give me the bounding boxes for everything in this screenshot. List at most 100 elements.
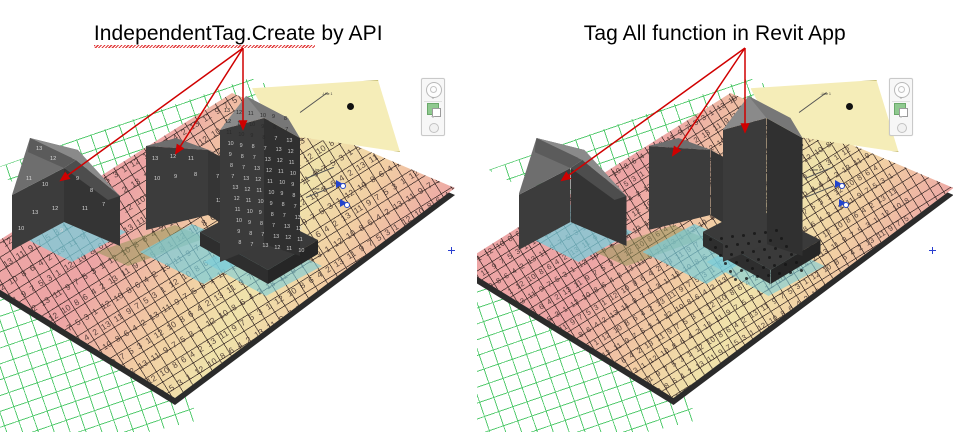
slab-point-marker <box>783 262 787 266</box>
wall-tag-number: 8 <box>90 188 94 194</box>
zoom-region-icon[interactable] <box>894 103 908 117</box>
wall-tag-number: 12 <box>236 109 242 116</box>
slab-point-marker <box>739 268 743 272</box>
elevation-marker-head <box>340 199 347 207</box>
wall-tag-number: 9 <box>237 229 241 235</box>
wall-tag-number: 7 <box>216 174 220 180</box>
elevation-marker[interactable] <box>340 199 350 208</box>
elevation-marker-text: -Line 1 <box>810 187 821 191</box>
slab-point-marker <box>768 238 772 242</box>
wall-tag-number: 8 <box>194 172 198 178</box>
wall-tag-number: 13 <box>224 108 230 114</box>
slab-point-marker <box>752 232 756 235</box>
wall-tag-number: 7 <box>252 155 256 161</box>
wall-tag-number: 7 <box>250 241 254 248</box>
wall-tag-number: 9 <box>261 123 265 130</box>
elevation-marker[interactable] <box>336 180 346 189</box>
navigation-bar[interactable] <box>888 78 913 136</box>
wall-tag-number: 12 <box>274 244 281 251</box>
chevron-down-icon[interactable] <box>898 97 903 99</box>
wall-tag-number: 11 <box>256 188 262 194</box>
blue-crosshair-marker <box>448 247 455 254</box>
wall-tag-number: 13 <box>232 185 239 191</box>
slab-point-marker <box>772 264 776 267</box>
wall-tag-number: 8 <box>238 240 242 246</box>
wall-tag-number: 13 <box>273 233 280 240</box>
wall-tag-number: 7 <box>102 202 106 208</box>
wall-tag-number: 8 <box>262 134 266 141</box>
wall-tag-number: 11 <box>278 169 284 175</box>
slab-point-marker <box>789 253 793 256</box>
wall-tag-number: 9 <box>60 228 64 234</box>
tall-wall-side-face <box>766 118 803 256</box>
wall-tag-number: 13 <box>275 147 282 153</box>
slab-point-marker <box>779 237 783 240</box>
elevation-marker-dot <box>340 182 346 189</box>
nav-divider <box>424 101 442 102</box>
slab-point-marker <box>766 273 770 277</box>
slab-point-marker <box>794 261 798 264</box>
wall-tag-number: 11 <box>82 206 88 212</box>
slab-point-marker <box>750 267 754 270</box>
right-panel-title: Tag All function in Revit App <box>477 22 953 46</box>
slab-point-marker <box>774 229 778 232</box>
wall-tag-number: 11 <box>286 246 292 252</box>
wall-tag-number: 9 <box>291 181 295 188</box>
wall-tag-number: 10 <box>260 112 266 119</box>
wall-tag-number: 12 <box>216 198 223 204</box>
wall-tag-number: 7 <box>263 145 267 152</box>
left-3d-viewport[interactable]: 13 11 9 7 5 3 1 12 10 8 6 4 2 13 11 9 7 … <box>0 0 477 432</box>
left-title-plain: by API <box>315 22 383 45</box>
wall-tag-number: 7 <box>282 213 286 219</box>
wall-tag-number: 9 <box>174 174 178 180</box>
wall-tag-number: 7 <box>261 232 265 238</box>
wall-tag-number: 12 <box>244 186 251 193</box>
wall-tag-number: 11 <box>297 236 303 243</box>
wall-tag-number: 13 <box>243 175 250 182</box>
navigation-bar[interactable] <box>421 78 445 136</box>
elevation-marker[interactable] <box>838 199 849 208</box>
orbit-icon[interactable] <box>896 123 907 133</box>
elevation-marker[interactable] <box>834 180 845 189</box>
elevation-marker-head <box>838 199 846 207</box>
steering-wheel-icon[interactable] <box>426 82 442 98</box>
wall-tag-number: 11 <box>267 178 273 185</box>
wall-tag-number: 8 <box>249 230 253 237</box>
left-panel: 13 11 9 7 5 3 1 12 10 8 6 4 2 13 11 9 7 … <box>0 0 477 432</box>
wall-tag-number: 9 <box>239 142 243 149</box>
slab-point-marker <box>734 260 738 264</box>
slab-point-marker <box>746 241 750 245</box>
left-title-spellchecked: IndependentTag.Create <box>93 22 316 48</box>
wall-tag-number: 7 <box>274 136 278 142</box>
slab-point-marker <box>751 249 755 253</box>
slab-point-marker <box>763 230 767 234</box>
elevation-marker-head <box>834 180 842 188</box>
chevron-down-icon[interactable] <box>431 97 435 99</box>
steering-wheel-icon[interactable] <box>893 82 910 98</box>
slab-point-marker <box>728 270 732 273</box>
ramp-annotation-text: -Line 1 <box>820 92 831 96</box>
zoom-region-icon[interactable] <box>426 103 441 117</box>
wall-tag-number: 10 <box>268 189 275 196</box>
slab-point-marker <box>757 240 761 243</box>
wall-tag-number: 9 <box>269 200 273 207</box>
elevation-marker-text: -Line 1 <box>810 168 821 172</box>
orbit-icon[interactable] <box>429 123 439 133</box>
wall-tag-number: 12 <box>225 119 232 125</box>
wall-tag-number: 9 <box>272 114 275 120</box>
wall-tag-number: 10 <box>257 199 264 205</box>
wall-tag-number: 11 <box>234 207 241 213</box>
wall-tag-number: 8 <box>292 192 296 199</box>
elevation-marker-dot <box>842 201 849 208</box>
right-3d-viewport[interactable]: 12 10 8 6 4 2 13 11 9 7 5 3 1 12 10 8 6 … <box>476 0 953 432</box>
slab-point-marker <box>741 233 745 237</box>
wall-tag-number: 9 <box>250 133 254 139</box>
wall-tag-number: 10 <box>290 170 296 177</box>
wall-tag-number: 10 <box>238 131 245 138</box>
slab-point-marker <box>799 269 803 272</box>
chevron-down-icon[interactable] <box>431 116 435 118</box>
chevron-down-icon[interactable] <box>898 116 903 118</box>
wall-tag-number: 7 <box>231 174 235 180</box>
slab-point-marker <box>730 235 734 238</box>
slab-point-marker <box>767 256 771 259</box>
